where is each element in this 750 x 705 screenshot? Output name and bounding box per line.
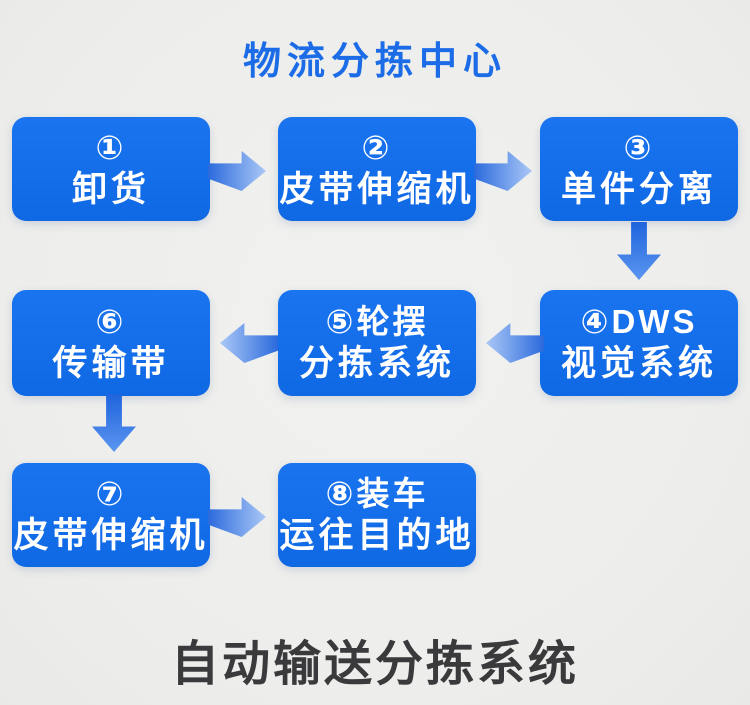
flow-node-conveyor: ⑥ 传输带 bbox=[12, 290, 210, 396]
flow-node-telescopic-belt-1: ② 皮带伸缩机 bbox=[278, 117, 476, 221]
step-label: 传输带 bbox=[52, 343, 170, 383]
arrow-right-7-8 bbox=[208, 497, 266, 537]
step-label: 卸货 bbox=[71, 169, 150, 209]
arrow-down-3-4 bbox=[617, 222, 661, 280]
flow-node-unloading: ① 卸货 bbox=[12, 117, 210, 221]
step-label: 皮带伸缩机 bbox=[13, 515, 209, 555]
arrow-left-4-5 bbox=[486, 323, 544, 363]
step-number: ⑥ bbox=[95, 302, 127, 340]
step-number: ⑤轮摆 bbox=[325, 302, 429, 340]
step-number: ② bbox=[361, 128, 393, 166]
system-title: 自动输送分拣系统 bbox=[170, 638, 579, 691]
step-number: ④DWS bbox=[580, 302, 698, 340]
step-label: 视觉系统 bbox=[560, 343, 717, 383]
step-number: ③ bbox=[623, 128, 655, 166]
flow-node-loading-destination: ⑧装车 运往目的地 bbox=[278, 463, 476, 567]
step-label: 运往目的地 bbox=[279, 515, 475, 555]
page-title: 物流分拣中心 bbox=[242, 41, 507, 83]
step-label: 单件分离 bbox=[560, 169, 717, 209]
flow-node-telescopic-belt-2: ⑦ 皮带伸缩机 bbox=[12, 463, 210, 567]
flow-node-wheel-sorter: ⑤轮摆 分拣系统 bbox=[278, 290, 476, 396]
step-label: 分拣系统 bbox=[298, 343, 455, 383]
flow-node-singulation: ③ 单件分离 bbox=[540, 117, 738, 221]
step-number: ⑧装车 bbox=[325, 474, 429, 512]
arrow-right-2-3 bbox=[474, 151, 532, 191]
step-label: 皮带伸缩机 bbox=[279, 169, 475, 209]
arrow-left-5-6 bbox=[220, 323, 278, 363]
step-number: ① bbox=[95, 128, 127, 166]
arrow-right-1-2 bbox=[208, 151, 266, 191]
step-number: ⑦ bbox=[95, 474, 127, 512]
flow-node-dws-vision: ④DWS 视觉系统 bbox=[540, 290, 738, 396]
arrow-down-6-7 bbox=[92, 394, 136, 452]
